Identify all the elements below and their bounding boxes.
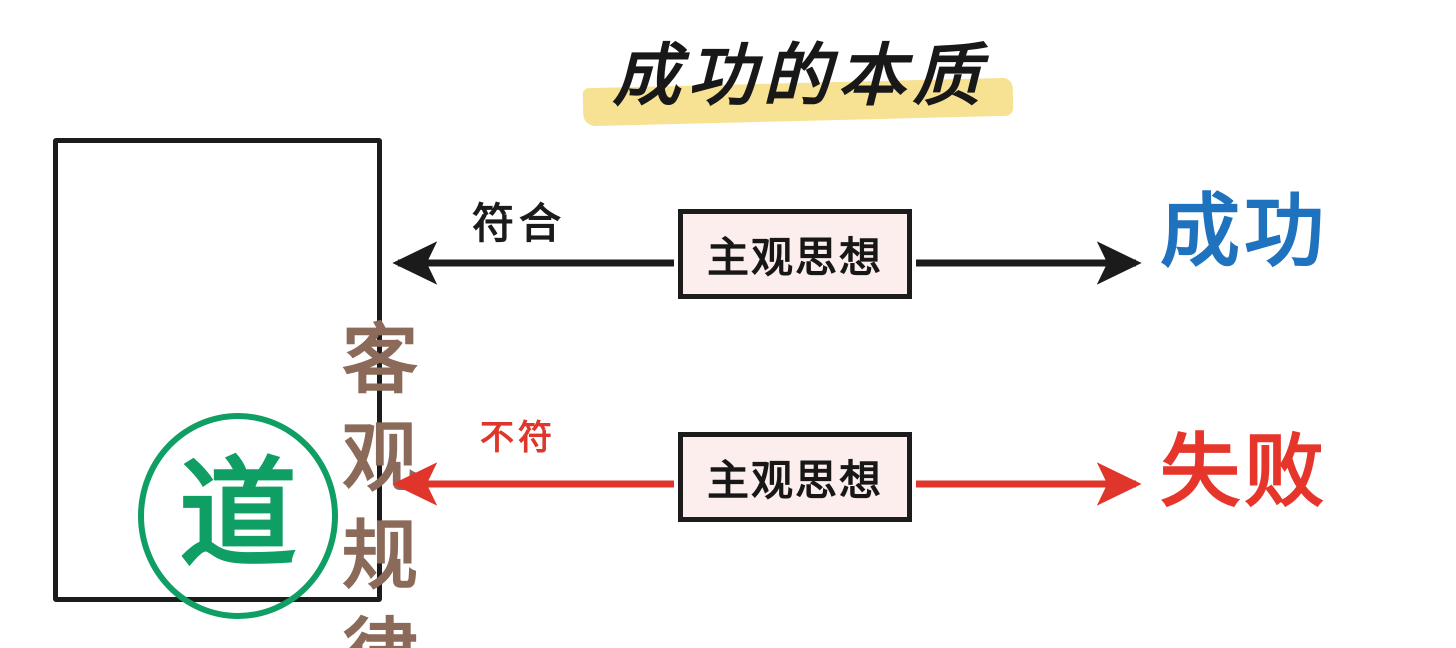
title-text: 成功的本质 bbox=[612, 36, 988, 116]
subjective-thought-box-failure: 主观思想 bbox=[678, 432, 912, 522]
outcome-failure: 失败 bbox=[1160, 425, 1328, 518]
dao-seal-circle: 道 bbox=[138, 413, 338, 619]
outcome-success: 成功 bbox=[1160, 185, 1328, 278]
relation-label-mismatch: 不符 bbox=[480, 418, 556, 458]
page-title: 成功的本质 bbox=[575, 28, 1025, 133]
dao-seal-label: 道 bbox=[178, 444, 297, 583]
objective-law-box: 道 客观规律 bbox=[53, 138, 418, 648]
objective-law-label: 客观规律 bbox=[329, 319, 418, 648]
relation-label-match: 符合 bbox=[472, 199, 567, 248]
subjective-thought-box-success: 主观思想 bbox=[678, 209, 912, 299]
